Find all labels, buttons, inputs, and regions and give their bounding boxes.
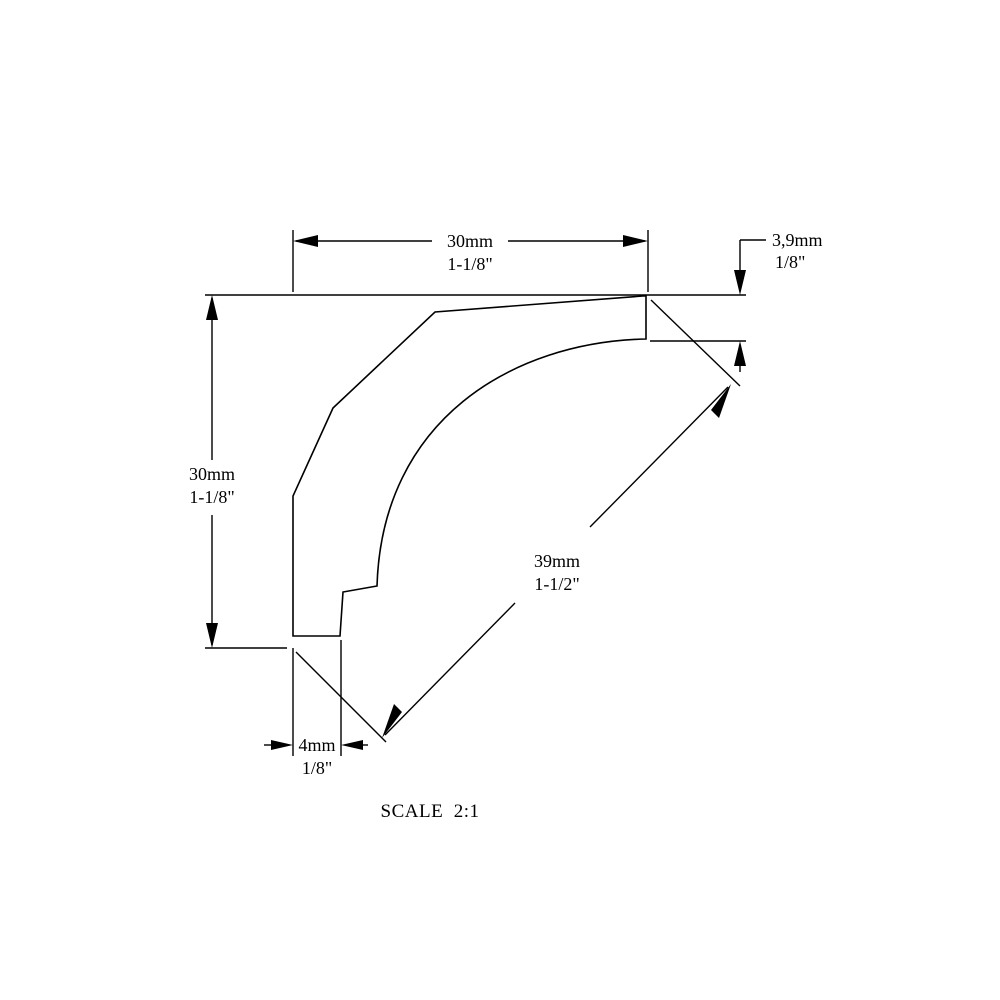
top-thickness-inch-label: 1/8" xyxy=(775,252,805,272)
height-inch-label: 1-1/8" xyxy=(189,487,234,507)
top-width-mm-label: 30mm xyxy=(447,231,493,251)
extension-line xyxy=(650,299,741,387)
top-thickness-mm-label: 3,9mm xyxy=(772,230,823,250)
arrowhead xyxy=(734,270,746,295)
scale-label: SCALE 2:1 xyxy=(381,801,480,822)
arrowhead xyxy=(623,235,648,247)
diagonal-inch-label: 1-1/2" xyxy=(534,574,579,594)
bottom-thickness-mm-label: 4mm xyxy=(298,735,335,755)
height-dimension: 30mm 1-1/8" xyxy=(189,294,746,649)
dimension-line xyxy=(589,386,729,528)
arrowhead xyxy=(711,384,731,418)
arrowhead xyxy=(206,623,218,648)
top-width-inch-label: 1-1/8" xyxy=(447,254,492,274)
bottom-thickness-inch-label: 1/8" xyxy=(302,758,332,778)
dimension-line xyxy=(384,602,516,736)
arrowhead xyxy=(206,295,218,320)
top-width-dimension: 30mm 1-1/8" xyxy=(292,230,649,292)
arrowhead xyxy=(341,740,363,750)
bottom-thickness-dimension: 4mm 1/8" xyxy=(264,640,368,778)
arrowhead xyxy=(382,704,402,738)
arrowhead xyxy=(734,341,746,366)
top-thickness-dimension: 3,9mm 1/8" xyxy=(650,230,823,372)
arrowhead xyxy=(271,740,293,750)
height-mm-label: 30mm xyxy=(189,464,235,484)
diagonal-dimension: 39mm 1-1/2" xyxy=(295,299,741,743)
arrowhead xyxy=(293,235,318,247)
molding-profile-outline xyxy=(292,295,647,637)
diagonal-mm-label: 39mm xyxy=(534,551,580,571)
